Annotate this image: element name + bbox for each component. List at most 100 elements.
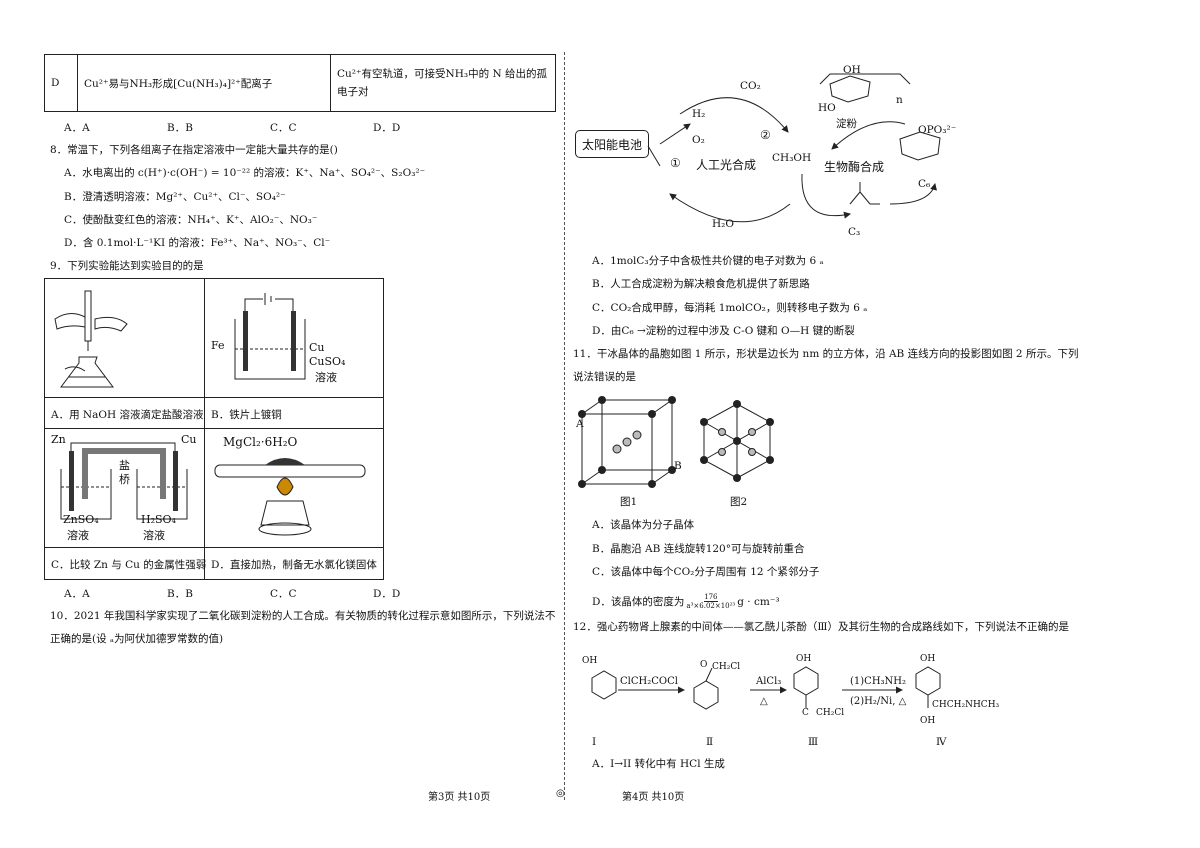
q11-option-a: A．该晶体为分子晶体 [592,519,695,531]
compound-1-oh: OH [582,656,598,666]
q11-option-c: C．该晶体中每个CO₂分子周围有 12 个紧邻分子 [592,566,820,578]
label-o2: O₂ [692,134,705,146]
q11-stem-line1: 11．干冰晶体的晶胞如图 1 所示，形状是边长为 nm 的立方体，沿 AB 连线… [573,348,1079,360]
label-ch3oh: CH₃OH [772,152,812,164]
q8-stem: 8．常温下，下列各组离子在指定溶液中一定能大量共存的是() [50,144,338,156]
option-a: A．A [64,122,90,134]
label-n: n [896,94,903,106]
label-ho: HO [818,102,836,114]
q8-option-a: A．水电离出的 c(H⁺)·c(OH⁻) = 10⁻²² 的溶液：K⁺、Na⁺、… [64,167,426,179]
q12-option-a: A．I→II 转化中有 HCl 生成 [592,758,725,770]
option-d: D．D [373,122,401,134]
q10-stem-line1: 10．2021 年我国科学家实现了二氧化碳到淀粉的人工合成。有关物质的转化过程示… [50,610,556,622]
option-c: C．C [270,588,297,600]
label-a-point: A [576,418,584,430]
fraction-denominator: a³×6.02×10²³ [686,602,736,610]
label-starch: 淀粉 [836,118,857,130]
option-d-letter: D [44,54,78,112]
label-h2so4: H₂SO₄ [141,513,176,526]
q11-option-b: B．晶胞沿 AB 连线旋转120°可与旋转前重合 [592,543,805,555]
q10-option-c: C．CO₂合成甲醇，每消耗 1molCO₂，则转移电子数为 6 ₐ [592,302,868,314]
density-unit: g · cm⁻³ [737,595,780,608]
figure-1-label: 图1 [620,496,638,508]
option-d-reason: Cu²⁺有空轨道，可接受NH₃中的 N 给出的孤电子对 [330,54,556,112]
dry-ice-cell-figures [578,396,774,488]
solar-cell-box: 太阳能电池 [575,130,649,158]
galvanic-cell-figure [60,442,188,520]
label-solution-left: 溶液 [67,529,89,542]
q9-caption-c: C．比较 Zn 与 Cu 的金属性强弱 [51,559,207,571]
compound-4-oh: OH [920,654,936,664]
q9-caption-b: B．铁片上镀铜 [211,409,282,421]
q8-option-d: D．含 0.1mol·L⁻¹KI 的溶液：Fe³⁺、Na⁺、NO₃⁻、Cl⁻ [64,237,331,249]
reagent-3: (1)CH₃NH₂ [850,676,907,687]
label-fe: Fe [211,339,225,352]
reagent-2: AlCl₃ [756,676,782,687]
label-znso4: ZnSO₄ [63,513,99,526]
q10-stem-line2: 正确的是(设 ₐ为阿伏加德罗常数的值) [50,633,224,645]
compound-3-ch2cl: CH₂Cl [816,708,845,718]
label-mgcl2: MgCl₂·6H₂O [223,435,298,449]
reagent-2-heat: △ [760,696,768,707]
label-cu-c: Cu [181,433,197,446]
label-step-2: ② [760,128,771,142]
density-fraction: 176 a³×6.02×10²³ [686,593,735,610]
q10-option-d: D．由C₆ →淀粉的过程中涉及 C-O 键和 O—H 键的断裂 [592,325,855,337]
label-cuso4: CuSO₄ [309,355,346,368]
label-co2: CO₂ [740,80,761,92]
label-step-1: ① [670,156,681,170]
label-cu: Cu [309,341,325,354]
prev-question-options: A．A B．B C．C D．D [64,120,476,135]
q10-option-a: A．1molC₃分子中含极性共价键的电子对数为 6 ₐ [592,255,824,267]
page-divider [564,52,565,800]
reagent-3b: (2)H₂/Ni, △ [850,696,907,707]
electroplating-figure [234,293,306,380]
footer-page-4: 第4页 共10页 [622,792,685,803]
option-d-table: D Cu²⁺易与NH₃形成[Cu(NH₃)₄]²⁺配离子 Cu²⁺有空轨道，可接… [44,54,556,112]
compound-label-4: Ⅳ [936,736,947,748]
q9-stem: 9．下列实验能达到实验目的的是 [50,260,204,272]
q12-stem: 12．强心药物肾上腺素的中间体——氯乙酰儿茶酚（Ⅲ）及其衍生物的合成路线如下，下… [573,621,1069,633]
compound-2-ch2cl: CH₂Cl [712,662,741,672]
q11-stem-line2: 说法错误的是 [573,371,636,383]
q8-option-b: B．澄清透明溶液：Mg²⁺、Cu²⁺、Cl⁻、SO₄²⁻ [64,191,286,203]
compound-label-3: Ⅲ [808,736,819,748]
label-h2o: H₂O [712,218,734,230]
label-b-point: B [674,460,682,472]
label-opo3: OPO₃²⁻ [918,124,957,136]
synthesis-route [591,666,941,710]
q9-cell-b: Fe Cu CuSO₄ 溶液 B．铁片上镀铜 [205,279,383,429]
q9-caption-a: A．用 NaOH 溶液滴定盐酸溶液 [51,409,204,421]
compound-label-1: Ⅰ [592,736,597,748]
q9-caption-d: D．直接加热，制备无水氯化镁固体 [211,559,377,571]
compound-2-carbonyl-o: O [700,660,708,670]
label-c3: C₃ [848,226,861,238]
q9-cell-d: MgCl₂·6H₂O D．直接加热，制备无水氯化镁固体 [205,429,383,579]
label-solution: 溶液 [315,371,337,384]
compound-3-c: C [802,708,809,718]
figure-2-label: 图2 [730,496,748,508]
footer-page-3: 第3页 共10页 [428,792,491,803]
option-d: D．D [373,588,401,600]
label-artificial: 人工光合成 [696,158,757,172]
option-d-description: Cu²⁺易与NH₃形成[Cu(NH₃)₄]²⁺配离子 [77,54,331,112]
option-b: B．B [167,588,193,600]
label-salt: 盐 [119,459,130,472]
compound-label-2: Ⅱ [706,736,714,748]
compound-3-oh: OH [796,654,812,664]
compound-4-side-chain: CHCH₂NHCH₃ [932,700,1000,710]
label-zn: Zn [51,433,66,446]
q11-option-d-text: D．该晶体的密度为 [592,595,685,608]
label-h2: H₂ [692,108,706,120]
option-c: C．C [270,122,297,134]
q9-cell-a: A．用 NaOH 溶液滴定盐酸溶液 [45,279,205,429]
center-mark: ◎ [556,788,565,799]
q9-options: A．A B．B C．C D．D [64,586,476,601]
heating-figure [214,458,366,536]
q8-option-c: C．使酚酞变红色的溶液：NH₄⁺、K⁺、AlO₂⁻、NO₃⁻ [64,214,318,226]
label-bio: 生物酶合成 [824,160,885,174]
label-c6: C₆ [918,178,931,190]
q10-option-b: B．人工合成淀粉为解决粮食危机提供了新思路 [592,278,810,290]
fraction-numerator: 176 [704,593,718,602]
q9-cell-c: Zn Cu 盐 桥 ZnSO₄ 溶液 H₂SO₄ 溶液 C．比较 Zn 与 Cu… [45,429,207,579]
